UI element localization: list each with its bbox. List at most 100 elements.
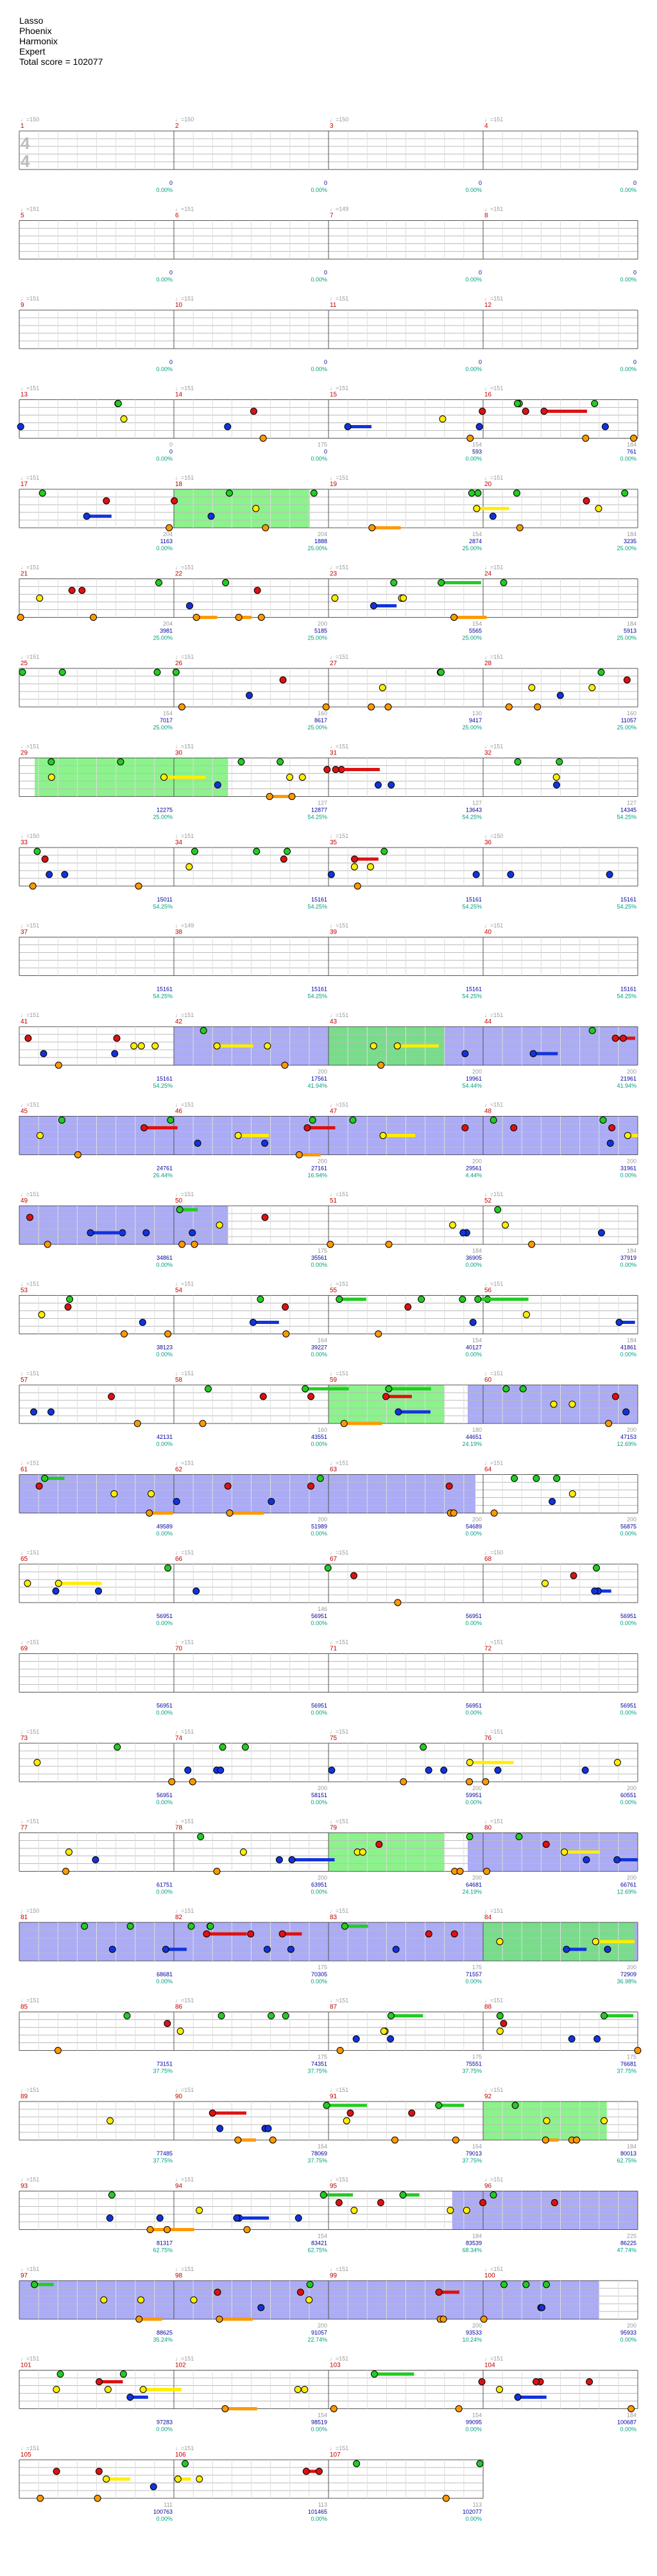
- measure-percent: 0.00%: [620, 1352, 636, 1358]
- note-gem: [164, 1330, 172, 1337]
- note-gem: [592, 1938, 599, 1945]
- note-gem: [41, 855, 49, 863]
- note-gem: [33, 1759, 41, 1766]
- measure-score: 43551: [311, 1434, 327, 1440]
- note-gem: [542, 1841, 550, 1848]
- note-gem: [281, 1061, 289, 1069]
- tempo-marker: ♩=151: [175, 1639, 194, 1646]
- solo-section: [452, 2191, 638, 2230]
- measure-score: 51989: [311, 1524, 327, 1530]
- note-gem: [66, 1296, 74, 1303]
- note-gem: [135, 2315, 143, 2323]
- chart-row-26: 101♩=151972830.00%102♩=151154985190.00%1…: [19, 2356, 638, 2433]
- note-gem: [83, 512, 90, 520]
- measure-score: 0: [633, 270, 636, 276]
- note-gem: [306, 2281, 314, 2288]
- song-header: Lasso Phoenix Harmonix Expert Total scor…: [19, 15, 103, 67]
- note-gem: [505, 703, 513, 711]
- note-gem: [26, 1214, 33, 1221]
- note-gem: [543, 2117, 550, 2125]
- note-gem: [104, 2386, 112, 2393]
- tempo-marker: ♩=151: [484, 206, 503, 213]
- note-gem: [323, 2102, 330, 2109]
- measure-subtotal: 154: [472, 2412, 482, 2419]
- note-gem: [52, 1587, 60, 1595]
- note-gem: [243, 2226, 251, 2233]
- measure-number: 77: [21, 1825, 28, 1832]
- chart-row-17: 65♩=151569510.00%66♩=151146569510.00%67♩…: [19, 1549, 638, 1626]
- note-gem: [253, 587, 261, 594]
- artist-name: Phoenix: [19, 26, 52, 36]
- tempo-marker: ♩=151: [175, 2445, 194, 2451]
- measure-percent: 25.00%: [462, 635, 482, 641]
- tempo-marker: ♩=150: [330, 116, 348, 123]
- measure-score: 15161: [157, 986, 173, 993]
- measure-percent: 0.00%: [156, 1531, 173, 1537]
- measure-subtotal: 164: [318, 1337, 327, 1344]
- measure-subtotal: 184: [472, 1248, 482, 1254]
- measure-number: 37: [21, 929, 28, 936]
- measure-number: 17: [21, 481, 28, 488]
- note-gem: [331, 595, 339, 602]
- measure-number: 54: [175, 1287, 183, 1294]
- note-gem: [601, 423, 609, 430]
- note-gem: [58, 668, 66, 676]
- note-gem: [435, 2288, 443, 2296]
- measure-score: 54689: [466, 1524, 482, 1530]
- measure-score: 15011: [157, 896, 173, 903]
- note-gem: [95, 2467, 103, 2475]
- measure-score: 56951: [157, 1613, 173, 1619]
- measure-number: 78: [175, 1825, 183, 1832]
- measure-number: 14: [175, 392, 183, 399]
- measure-number: 1: [21, 123, 24, 130]
- note-gem: [54, 2047, 62, 2054]
- note-gem: [176, 2028, 184, 2035]
- tempo-marker: ♩=151: [330, 1191, 348, 1197]
- measure-score: 1888: [314, 538, 327, 544]
- note-gem: [168, 1778, 176, 1786]
- measure-score: 86225: [620, 2240, 636, 2247]
- note-gem: [24, 1580, 31, 1587]
- note-gem: [496, 1938, 504, 1945]
- measure-score: 15161: [311, 986, 327, 993]
- note-gem: [307, 1393, 315, 1400]
- note-gem: [315, 2467, 323, 2475]
- tempo-marker: ♩=151: [21, 654, 39, 660]
- note-gem: [31, 2281, 38, 2288]
- measure-number: 81: [21, 1914, 28, 1921]
- chart-row-20: 77♩=151617510.00%78♩=151200639510.00%79♩…: [19, 1818, 638, 1895]
- note-gem: [137, 2296, 144, 2304]
- measure-number: 10: [175, 302, 183, 309]
- note-gem: [234, 2136, 242, 2144]
- measure-percent: 0.00%: [156, 1889, 173, 1895]
- note-gem: [185, 602, 193, 609]
- note-gem: [37, 2494, 44, 2502]
- measure-score: 91057: [311, 2329, 327, 2336]
- note-gem: [141, 1124, 148, 1131]
- note-gem: [350, 2207, 358, 2214]
- measure-subtotal: 175: [627, 2054, 636, 2060]
- measure-subtotal: 225: [627, 2233, 636, 2240]
- measure-subtotal: 146: [318, 1606, 327, 1612]
- measure-number: 97: [21, 2272, 28, 2279]
- note-gem: [277, 758, 284, 765]
- note-gem: [262, 524, 269, 532]
- measure-score: 15161: [620, 986, 636, 993]
- note-gem: [213, 1042, 221, 1050]
- note-gem: [264, 2125, 272, 2132]
- note-gem: [627, 2405, 635, 2412]
- note-gem: [374, 781, 382, 788]
- total-score: Total score = 102077: [19, 57, 103, 67]
- measure-subtotal: 180: [472, 1427, 482, 1433]
- measure-score: 14345: [620, 807, 636, 814]
- note-gem: [591, 1587, 599, 1595]
- tempo-marker: ♩=151: [175, 295, 194, 302]
- note-gem: [621, 489, 629, 497]
- measure-number: 94: [175, 2183, 183, 2190]
- note-gem: [142, 1229, 150, 1237]
- note-gem: [624, 1132, 631, 1139]
- note-gem: [478, 2378, 486, 2385]
- note-gem: [583, 1856, 590, 1863]
- measure-percent: 54.25%: [617, 993, 636, 1000]
- note-gem: [330, 2405, 337, 2412]
